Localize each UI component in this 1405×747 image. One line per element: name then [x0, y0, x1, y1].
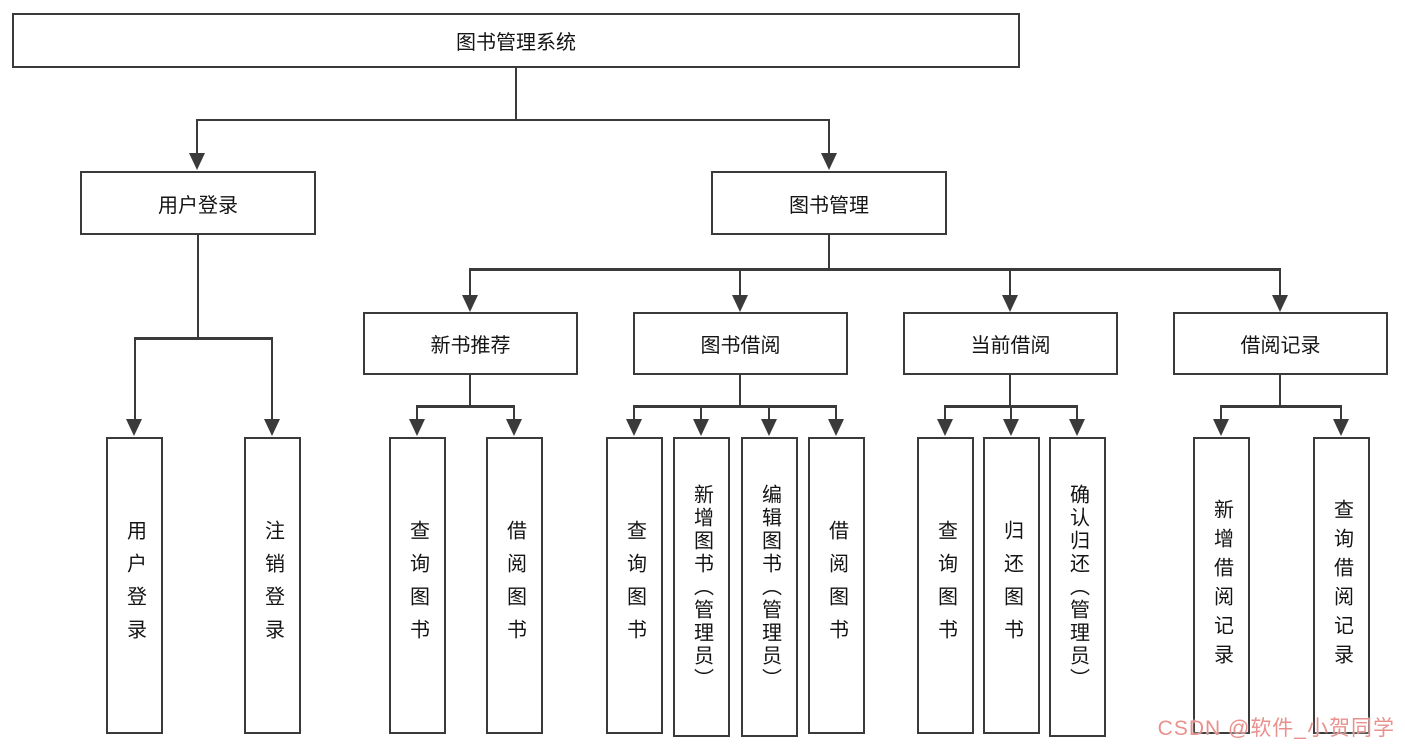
leaf-borrow-query: 查询图书: [606, 437, 663, 734]
connector-line: [700, 405, 702, 419]
node-label: 新书推荐: [430, 335, 511, 357]
node-label: 查询图书: [934, 519, 957, 652]
leaf-borrow-add-admin: 新增图书（管理员）: [673, 437, 730, 737]
connector-line: [469, 268, 471, 296]
connector-line: [835, 405, 837, 419]
node-label: 图书管理: [789, 194, 869, 217]
connector-line: [197, 235, 199, 338]
arrow-down-icon: [761, 419, 777, 436]
node-label: 借阅图书: [503, 519, 526, 652]
node-label: 新增借阅记录: [1210, 498, 1233, 673]
arrow-down-icon: [506, 419, 522, 436]
connector-line: [1221, 405, 1342, 408]
leaf-records-add: 新增借阅记录: [1193, 437, 1250, 734]
arrow-down-icon: [264, 419, 280, 436]
node-label: 查询图书: [406, 519, 429, 652]
connector-line: [739, 268, 741, 296]
leaf-current-query: 查询图书: [917, 437, 974, 734]
node-label: 借阅图书: [825, 519, 848, 652]
arrow-down-icon: [189, 153, 205, 170]
node-label: 注销登录: [261, 519, 284, 652]
connector-line: [271, 337, 273, 419]
arrow-down-icon: [1213, 419, 1229, 436]
node-label: 查询图书: [623, 519, 646, 652]
arrow-down-icon: [937, 419, 953, 436]
connector-line: [634, 405, 837, 408]
arrow-down-icon: [821, 153, 837, 170]
leaf-borrow-book: 借阅图书: [808, 437, 865, 734]
csdn-watermark: CSDN @软件_小贺同学: [1157, 717, 1395, 740]
connector-line: [416, 405, 418, 419]
arrow-down-icon: [1272, 295, 1288, 312]
arrow-down-icon: [1002, 295, 1018, 312]
connector-line: [1009, 268, 1011, 296]
leaf-current-confirm-return-admin: 确认归还（管理员）: [1049, 437, 1106, 737]
connector-line: [134, 337, 136, 419]
connector-line: [417, 405, 515, 408]
connector-line: [470, 268, 1281, 271]
node-label: 归还图书: [1000, 519, 1023, 652]
leaf-newbook-borrow: 借阅图书: [486, 437, 543, 734]
arrow-down-icon: [693, 419, 709, 436]
leaf-user-login: 用户登录: [106, 437, 163, 734]
node-root: 图书管理系统: [12, 13, 1020, 68]
leaf-borrow-edit-admin: 编辑图书（管理员）: [741, 437, 798, 737]
node-label: 图书借阅: [700, 335, 781, 357]
leaf-logout: 注销登录: [244, 437, 301, 734]
connector-line: [515, 68, 517, 120]
connector-line: [768, 405, 770, 419]
connector-line: [469, 375, 471, 406]
node-book-borrowing: 图书借阅: [633, 312, 848, 375]
connector-line: [1076, 405, 1078, 419]
connector-line: [944, 405, 946, 419]
arrow-down-icon: [409, 419, 425, 436]
arrow-down-icon: [626, 419, 642, 436]
connector-line: [196, 119, 198, 155]
connector-line: [1279, 375, 1281, 406]
node-label: 借阅记录: [1240, 335, 1321, 357]
connector-line: [739, 375, 741, 406]
node-root-label: 图书管理系统: [456, 32, 576, 54]
arrow-down-icon: [1003, 419, 1019, 436]
leaf-records-query: 查询借阅记录: [1313, 437, 1370, 734]
connector-line: [197, 119, 830, 121]
arrow-down-icon: [828, 419, 844, 436]
node-label: 新增图书（管理员）: [690, 483, 713, 691]
node-borrow-records: 借阅记录: [1173, 312, 1388, 375]
arrow-down-icon: [126, 419, 142, 436]
node-label: 当前借阅: [970, 335, 1051, 357]
connector-line: [1009, 375, 1011, 406]
leaf-current-return: 归还图书: [983, 437, 1040, 734]
connector-line: [1279, 268, 1281, 296]
arrow-down-icon: [1069, 419, 1085, 436]
connector-line: [633, 405, 635, 419]
node-book-management: 图书管理: [711, 171, 947, 235]
connector-line: [828, 235, 830, 269]
connector-line: [1220, 405, 1222, 419]
node-label: 编辑图书（管理员）: [758, 483, 781, 691]
connector-line: [513, 405, 515, 419]
arrow-down-icon: [1333, 419, 1349, 436]
node-label: 用户登录: [123, 519, 146, 652]
connector-line: [134, 337, 273, 340]
node-label: 查询借阅记录: [1330, 498, 1353, 673]
connector-line: [1340, 405, 1342, 419]
connector-line: [1010, 405, 1012, 419]
arrow-down-icon: [732, 295, 748, 312]
node-user-login-branch: 用户登录: [80, 171, 316, 235]
node-current-borrowing: 当前借阅: [903, 312, 1118, 375]
node-new-book-recommend: 新书推荐: [363, 312, 578, 375]
connector-line: [828, 119, 830, 155]
node-label: 确认归还（管理员）: [1066, 483, 1089, 691]
node-label: 用户登录: [158, 194, 238, 217]
leaf-newbook-query: 查询图书: [389, 437, 446, 734]
arrow-down-icon: [462, 295, 478, 312]
